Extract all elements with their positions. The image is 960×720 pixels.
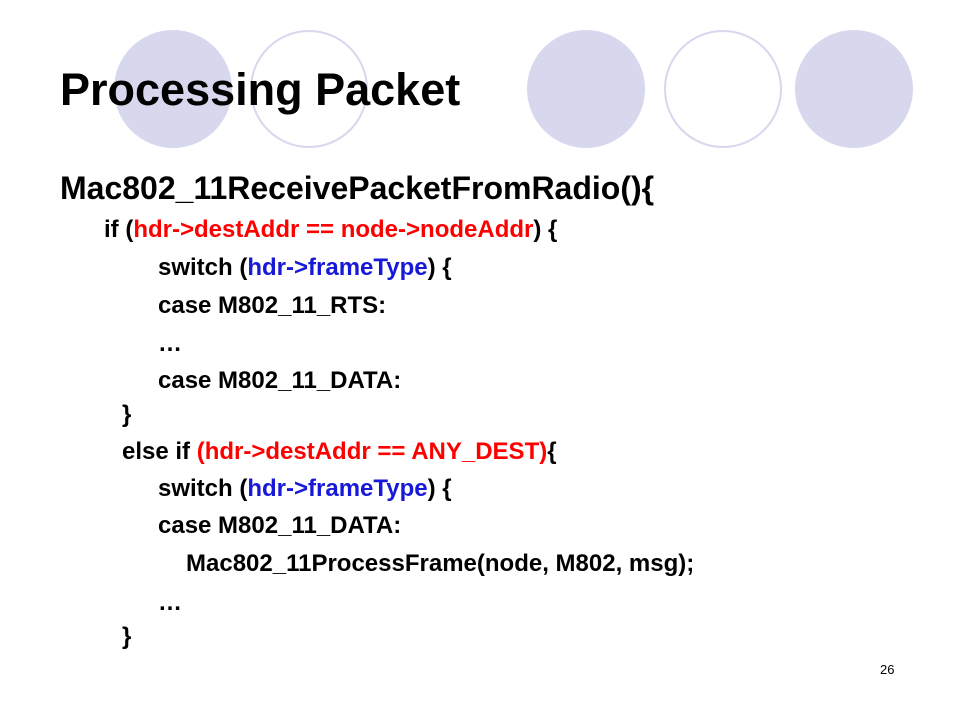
code-line-else-if-any-dest: else if (hdr->destAddr == ANY_DEST){ bbox=[122, 437, 557, 467]
function-signature: Mac802_11ReceivePacketFromRadio(){ bbox=[60, 170, 655, 206]
code-text: if ( bbox=[104, 216, 134, 243]
code-text: ) { bbox=[427, 475, 452, 502]
code-line-switch-frametype: switch (hdr->frameType) { bbox=[158, 253, 452, 283]
code-line-close-brace: } bbox=[122, 401, 132, 428]
code-highlight-condition: hdr->destAddr == node->nodeAddr bbox=[133, 216, 534, 243]
page-number: 26 bbox=[880, 662, 895, 677]
decorative-circle-filled bbox=[527, 30, 645, 148]
code-highlight-condition: (hdr->destAddr == ANY_DEST) bbox=[196, 438, 548, 465]
code-text: else if bbox=[122, 438, 197, 465]
code-text: { bbox=[547, 438, 557, 465]
code-text: ) { bbox=[427, 254, 452, 281]
code-line-close-brace: } bbox=[122, 623, 132, 650]
code-highlight-frametype: hdr->frameType bbox=[247, 475, 428, 502]
code-highlight-frametype: hdr->frameType bbox=[247, 254, 428, 281]
code-line-ellipsis: … bbox=[158, 330, 182, 357]
decorative-circle-outline bbox=[250, 30, 368, 148]
code-line-process-frame: Mac802_11ProcessFrame(node, M802, msg); bbox=[186, 550, 695, 577]
code-line-if-dest-node: if (hdr->destAddr == node->nodeAddr) { bbox=[104, 215, 557, 245]
decorative-circle-filled bbox=[795, 30, 913, 148]
code-text: switch ( bbox=[158, 475, 248, 502]
code-text: ) { bbox=[533, 216, 558, 243]
code-line-ellipsis: … bbox=[158, 589, 182, 616]
decorative-circle-filled bbox=[114, 30, 232, 148]
code-line-case-data: case M802_11_DATA: bbox=[158, 512, 402, 539]
decorative-circle-outline bbox=[664, 30, 782, 148]
code-text: switch ( bbox=[158, 254, 248, 281]
code-line-case-rts: case M802_11_RTS: bbox=[158, 292, 387, 319]
code-line-case-data: case M802_11_DATA: bbox=[158, 367, 402, 394]
slide-title: Processing Packet bbox=[60, 64, 461, 115]
code-line-switch-frametype: switch (hdr->frameType) { bbox=[158, 474, 452, 504]
